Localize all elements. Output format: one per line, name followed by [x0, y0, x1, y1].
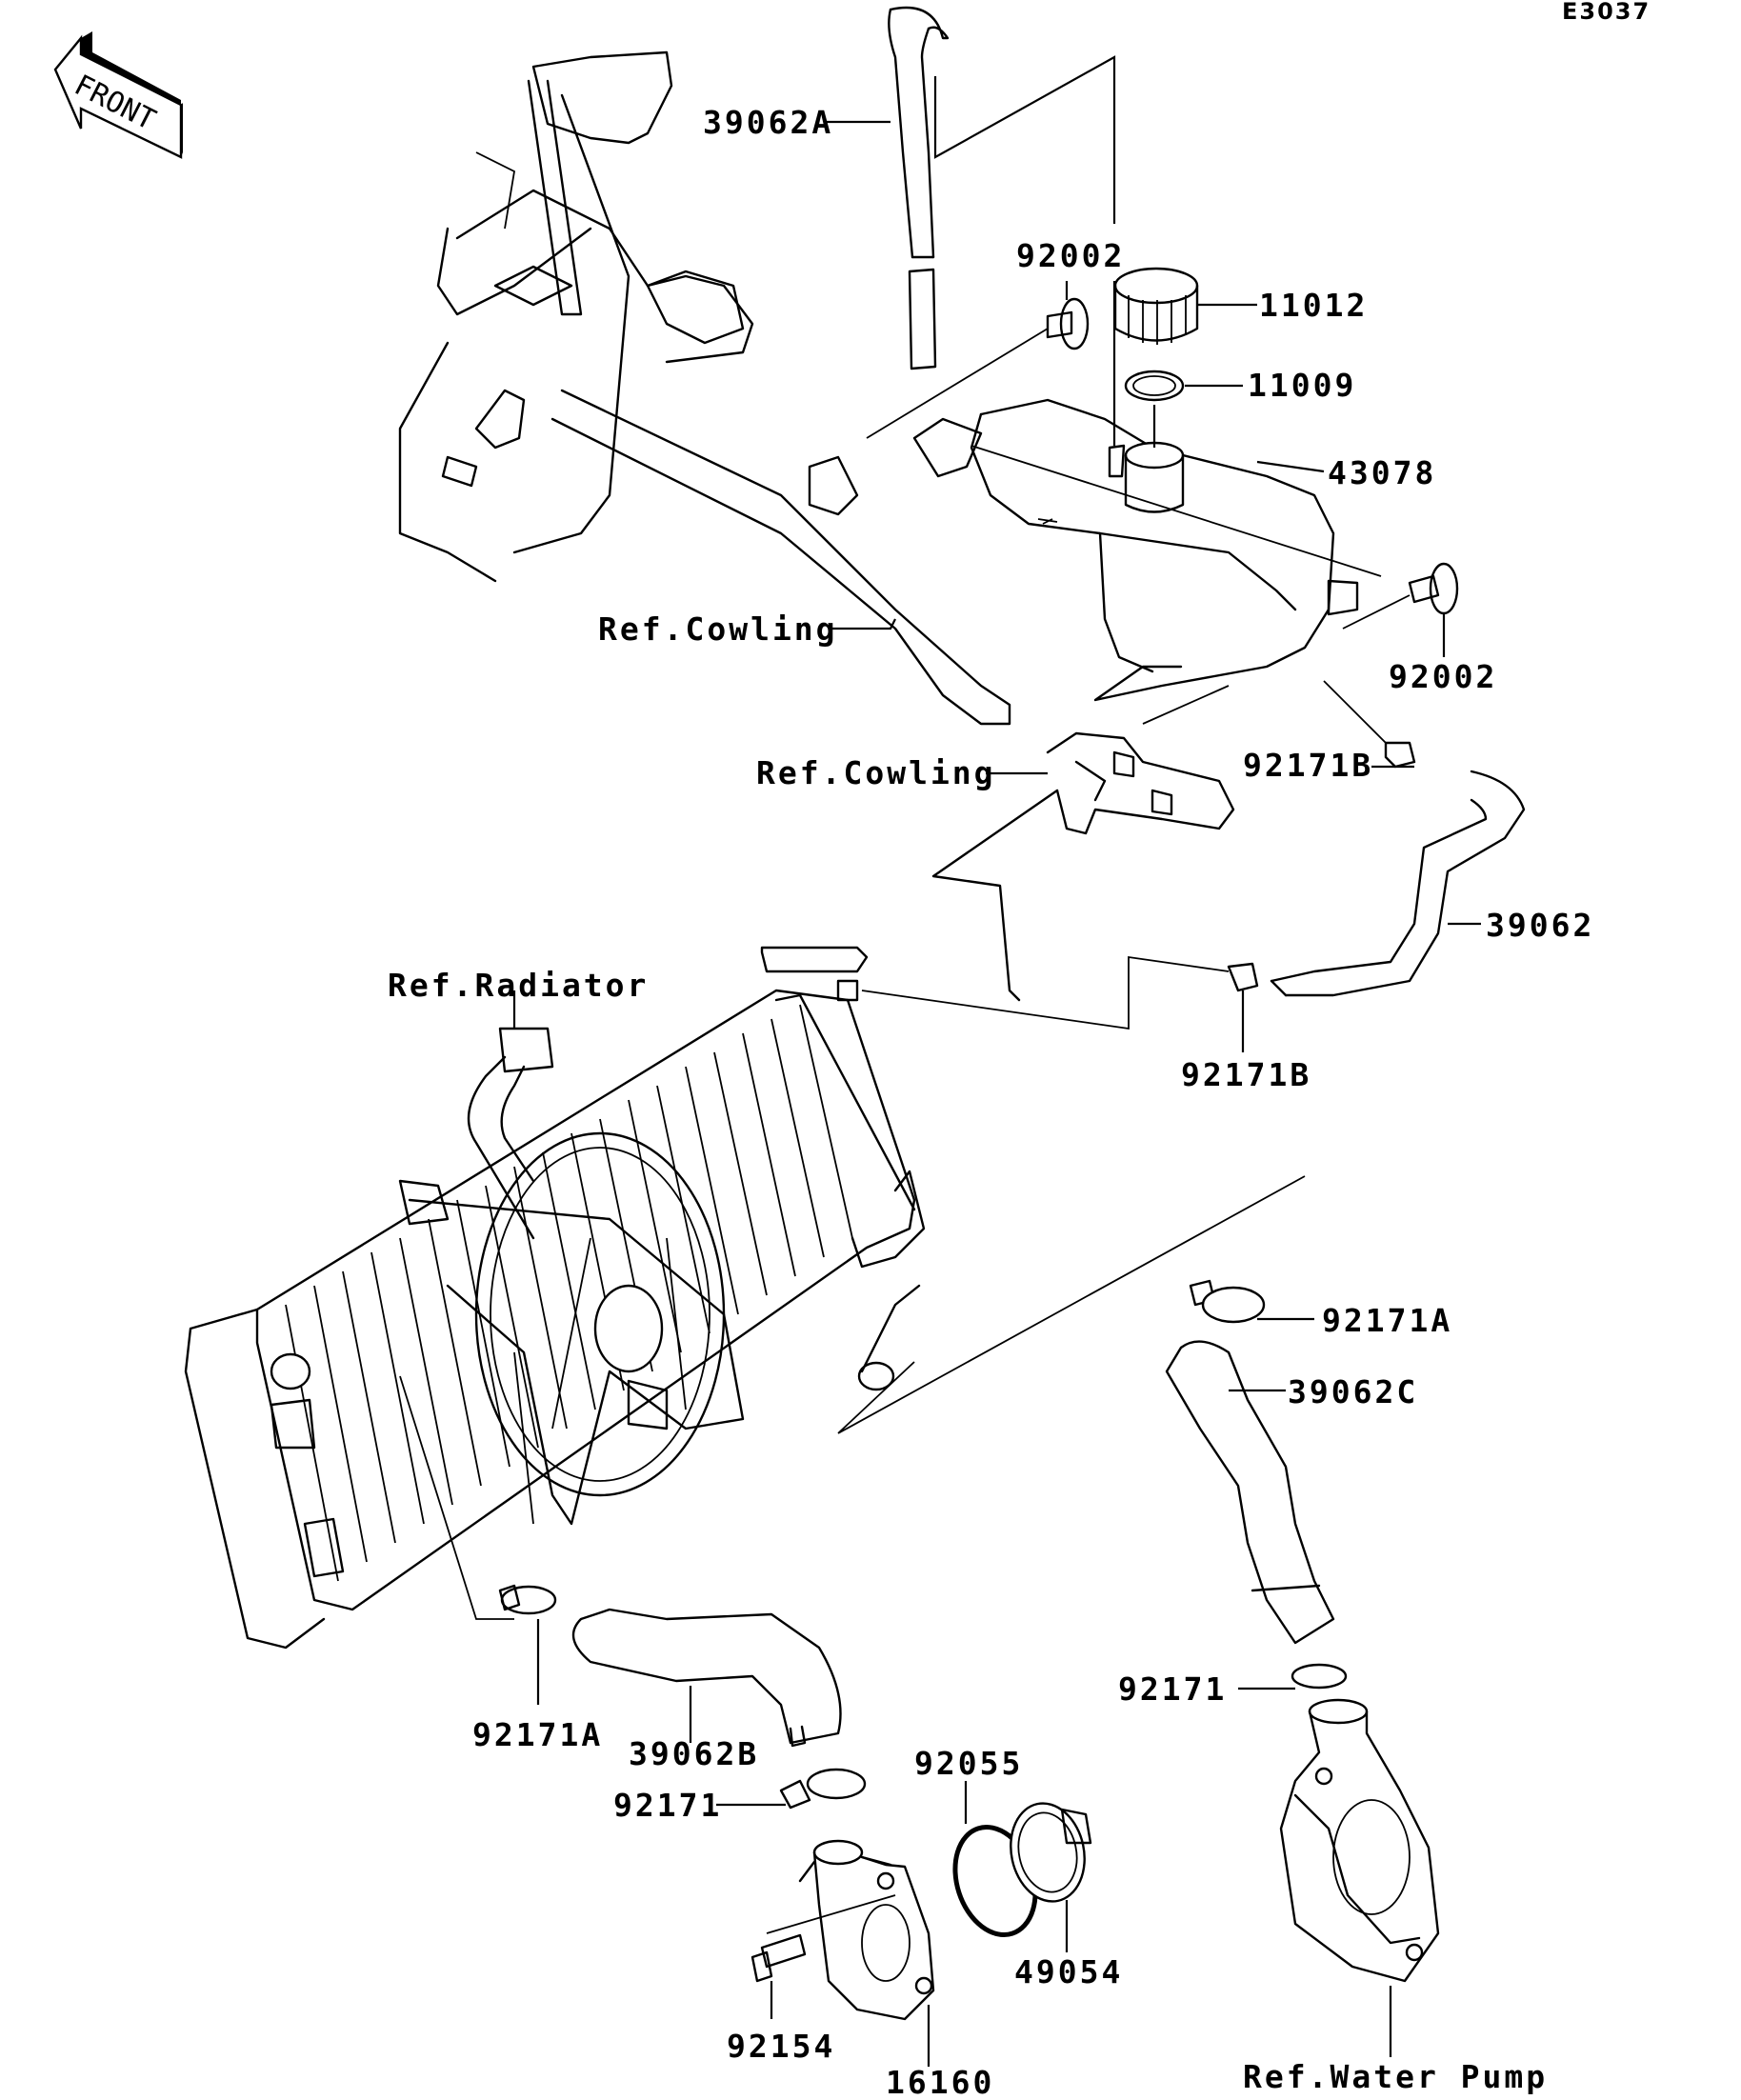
- leader-radiator-inlet: [399, 1375, 514, 1620]
- clip-92171b-lower: [861, 955, 1259, 1052]
- part-label[interactable]: 39062A: [703, 104, 833, 141]
- bolt-92002-right: [1342, 562, 1459, 657]
- hose-39062: [1270, 770, 1526, 997]
- part-label[interactable]: Ref.Radiator: [388, 967, 649, 1004]
- part-label[interactable]: 92002: [1016, 237, 1125, 274]
- part-label[interactable]: 16160: [886, 2064, 994, 2100]
- cooling-fan: [398, 1131, 745, 1526]
- bolt-92154: [750, 1933, 807, 2019]
- part-label[interactable]: 92171: [613, 1787, 722, 1824]
- clip-92171a-right: [1189, 1279, 1314, 1324]
- part-label[interactable]: 92171A: [472, 1716, 603, 1753]
- hose-39062c: [1165, 1340, 1335, 1645]
- thermostat-49054: [1010, 1802, 1092, 1952]
- part-label[interactable]: Ref.Cowling: [598, 610, 838, 648]
- part-label[interactable]: 92154: [727, 2028, 835, 2065]
- water-pump: [1279, 1698, 1440, 2057]
- part-label[interactable]: 92002: [1389, 658, 1497, 695]
- part-label[interactable]: 92171: [1118, 1670, 1227, 1708]
- part-labels: 39062A 92002 11012 11009 43078 92002 Ref…: [388, 104, 1594, 2100]
- reservoir-tank-43078: [912, 281, 1382, 702]
- part-label[interactable]: 92171B: [1243, 747, 1373, 784]
- radiator: [184, 946, 926, 1650]
- gasket-11009: [1124, 370, 1185, 402]
- hose-39062b: [571, 1608, 842, 1748]
- thermostat-housing-16160: [766, 1839, 935, 2067]
- radiator-fins: [285, 1004, 853, 1582]
- part-label[interactable]: 39062B: [629, 1735, 759, 1772]
- fan-connector: [467, 990, 554, 1240]
- part-label[interactable]: 92171B: [1181, 1056, 1311, 1093]
- clip-92171-lower: [716, 1768, 867, 1810]
- cowling-bracket: [931, 685, 1235, 1002]
- diagram-code: E3037: [1562, 0, 1651, 25]
- frame-bracket: [398, 50, 1011, 726]
- part-label[interactable]: Ref.Water Pump: [1243, 2058, 1548, 2095]
- part-label[interactable]: Ref.Cowling: [756, 754, 996, 791]
- part-label[interactable]: 92171A: [1322, 1302, 1452, 1339]
- leader-radiator-outlet: [837, 1175, 1306, 1434]
- part-label[interactable]: 43078: [1328, 454, 1436, 491]
- cap-11012: [1113, 267, 1199, 345]
- hose-39062a: [888, 6, 1116, 370]
- bolt-92002-top: [866, 281, 1090, 439]
- front-arrow-icon: FRONT: [53, 31, 183, 159]
- clip-92171b-upper: [1323, 680, 1416, 769]
- part-label[interactable]: 11009: [1248, 367, 1356, 404]
- part-label[interactable]: 39062C: [1288, 1373, 1418, 1410]
- part-label[interactable]: 39062: [1486, 907, 1594, 944]
- clip-92171a-left: [498, 1584, 557, 1705]
- part-label[interactable]: 49054: [1014, 1953, 1123, 1990]
- part-label[interactable]: 11012: [1259, 287, 1368, 324]
- part-label[interactable]: 92055: [914, 1745, 1023, 1782]
- clip-92171-right: [1238, 1663, 1348, 1690]
